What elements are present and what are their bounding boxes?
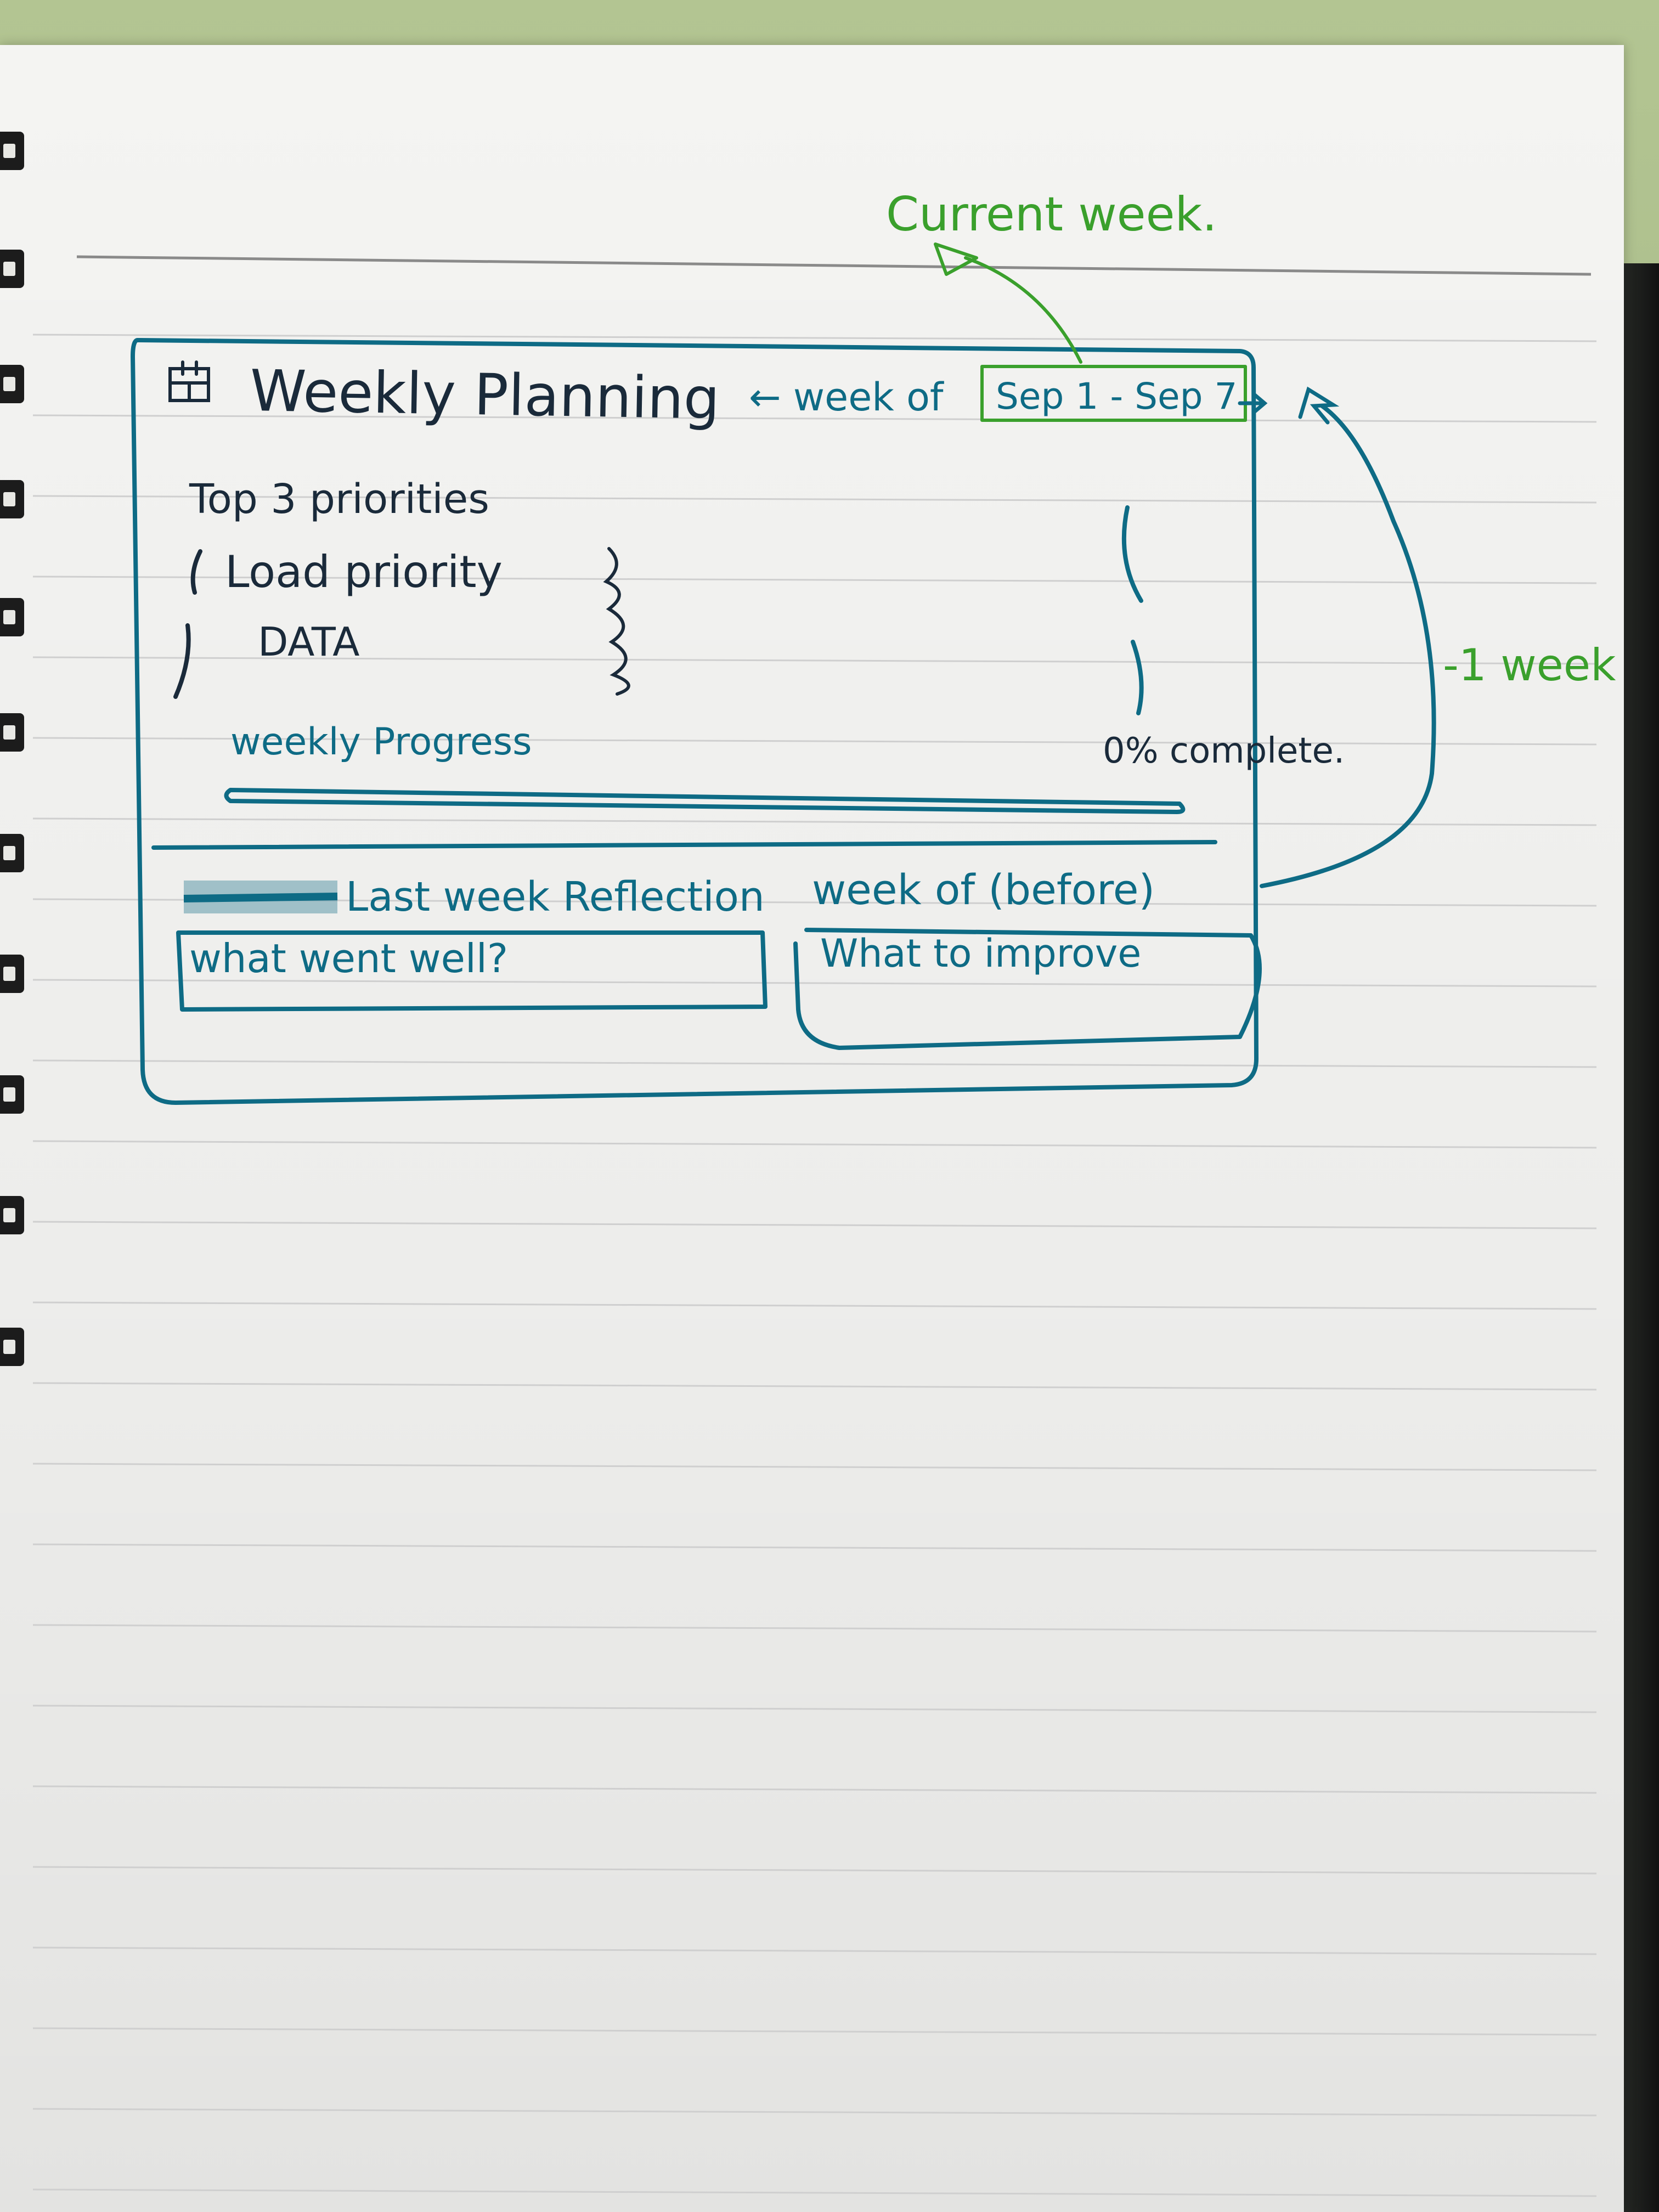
ruled-line — [32, 1382, 1597, 1391]
binding-hole — [0, 250, 24, 288]
current-week-pointer — [964, 256, 1082, 364]
binding-hole — [0, 598, 24, 636]
ruled-line — [32, 1543, 1597, 1552]
bracket-mark — [1121, 505, 1143, 603]
bracket-mark — [1131, 640, 1144, 715]
week-of-label: ← week of — [749, 375, 944, 420]
ruled-line — [32, 575, 1597, 584]
ruled-line — [32, 1301, 1597, 1310]
next-week-arrow — [1238, 386, 1340, 425]
ruled-line — [32, 1866, 1597, 1875]
ruled-line — [32, 1624, 1597, 1633]
previous-week-connector — [1260, 404, 1436, 888]
date-range: Sep 1 - Sep 7 — [996, 375, 1238, 417]
card-title: Weekly Planning — [250, 357, 720, 432]
section-divider — [151, 840, 1217, 850]
minus-week-label: -1 week — [1443, 640, 1616, 691]
ruled-line — [32, 1140, 1597, 1149]
progress-bar — [224, 788, 1186, 814]
ruled-line — [32, 1463, 1597, 1471]
progress-value: 0% complete. — [1103, 731, 1345, 771]
calendar-icon — [168, 360, 210, 402]
binding-hole — [0, 834, 24, 872]
crossed-out-word — [183, 881, 338, 913]
ruled-line — [32, 817, 1597, 826]
header-rule — [76, 255, 1592, 276]
ruled-line — [32, 1221, 1597, 1229]
bracket-mark — [190, 549, 202, 595]
ruled-line — [32, 2188, 1597, 2197]
ruled-line — [32, 1059, 1597, 1068]
current-week-label: Current week. — [886, 187, 1217, 242]
ruled-line — [32, 1705, 1597, 1713]
scribble-mark — [603, 547, 630, 696]
date-range-highlight — [980, 365, 1247, 422]
reflection-week-label: week of (before) — [812, 865, 1155, 914]
binding-hole — [0, 480, 24, 518]
ruled-line — [32, 334, 1597, 342]
binding-hole — [0, 1328, 24, 1366]
went-well-box — [176, 930, 768, 1012]
notebook-page — [0, 45, 1624, 2212]
binding-hole — [0, 365, 24, 403]
weekly-planning-card — [131, 338, 1436, 1105]
went-well-label: what went well? — [189, 935, 508, 981]
progress-label: weekly Progress — [230, 720, 532, 764]
ruled-line — [32, 737, 1597, 746]
ruled-line — [32, 656, 1597, 665]
ruled-line-group — [32, 334, 1597, 2197]
reflection-heading: Last week Reflection — [346, 873, 765, 921]
data-placeholder: DATA — [258, 619, 359, 665]
improve-box — [793, 928, 1262, 1050]
binding-hole — [0, 1196, 24, 1234]
priority-item: Load priority — [225, 546, 503, 597]
binding-hole — [0, 1075, 24, 1114]
binding-holes — [0, 0, 44, 2212]
ruled-line — [32, 2027, 1597, 2036]
priorities-heading: Top 3 priorities — [189, 476, 489, 523]
binding-hole — [0, 713, 24, 752]
binding-hole — [0, 955, 24, 993]
ruled-line — [32, 979, 1597, 988]
bracket-mark — [173, 623, 191, 699]
current-week-annotation — [934, 242, 1247, 422]
ruled-line — [32, 1785, 1597, 1794]
ruled-line — [32, 495, 1597, 504]
improve-label: What to improve — [820, 931, 1141, 976]
card-outline — [131, 338, 1259, 1105]
ruled-line — [32, 1946, 1597, 1955]
arrow-icon — [934, 242, 978, 276]
ruled-line — [32, 2108, 1597, 2117]
binding-hole — [0, 132, 24, 170]
